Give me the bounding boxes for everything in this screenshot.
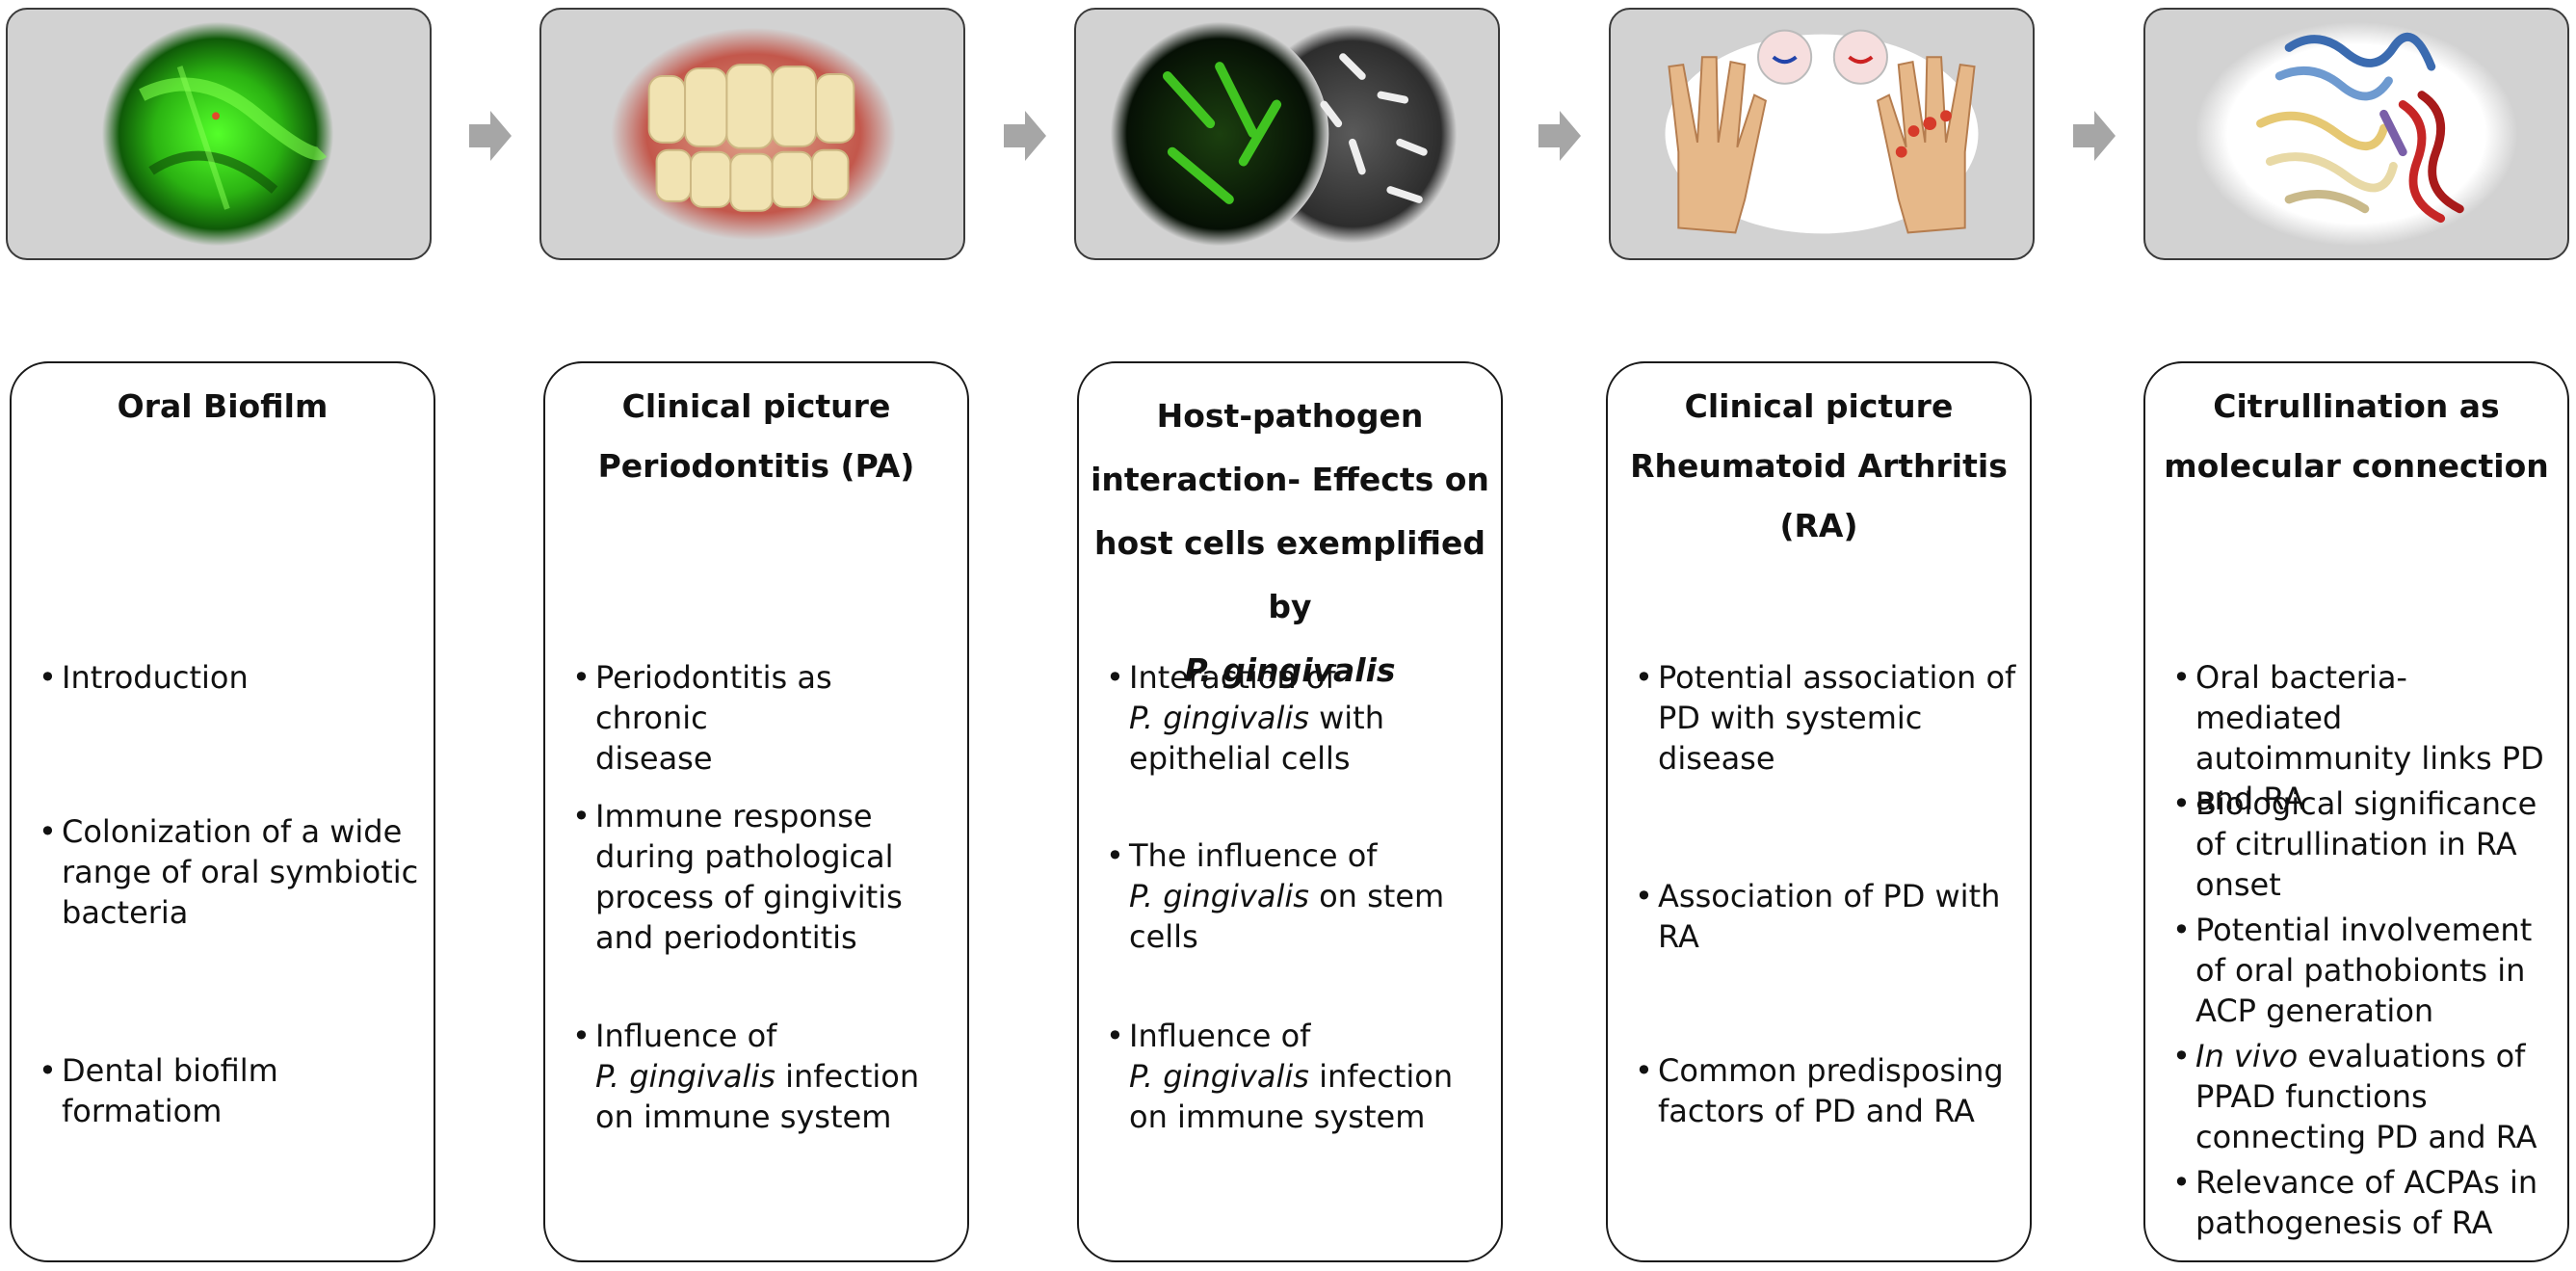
title-line: host cells exemplified (1094, 524, 1485, 562)
title-line: interaction- Effects on (1091, 461, 1489, 498)
bullet-item: The influence of P. gingivalis on stem c… (1106, 835, 1487, 957)
bullet-item: Interaction of P. gingivalis with epithe… (1106, 657, 1487, 779)
title-line: Oral Biofilm (117, 387, 329, 425)
image-panel-periodontitis (539, 8, 965, 260)
panel-title: Clinical picture Rheumatoid Arthritis (R… (1608, 377, 2030, 556)
panel-title: Citrullination as molecular connection (2145, 377, 2567, 496)
text-box-oral-biofilm: Oral Biofilm Introduction Colonization o… (10, 361, 435, 1262)
arrow-right-icon (1538, 111, 1581, 161)
bullet-item: Potential association of PD with systemi… (1635, 657, 2016, 779)
title-line: Clinical picture (621, 387, 891, 425)
image-panel-rheumatoid-arthritis (1609, 8, 2035, 260)
title-line: Citrullination as (2213, 387, 2500, 425)
image-panel-citrullination (2143, 8, 2569, 260)
arrow-right-icon (469, 111, 512, 161)
panel-title: Host-pathogen interaction- Effects on ho… (1079, 384, 1501, 702)
bullet-item: Association of PD with RA (1635, 876, 2016, 957)
teeth-gums-photo (611, 27, 896, 241)
bullet-item: Dental biofilm formatiom (39, 1050, 420, 1131)
bullet-item: Relevance of ACPAs in pathogenesis of RA (2172, 1162, 2554, 1243)
protein-structure-ribbon-image (2195, 21, 2518, 247)
title-line: molecular connection (2164, 447, 2549, 485)
image-panel-host-pathogen (1074, 8, 1500, 260)
title-line: Rheumatoid Arthritis (1630, 447, 2008, 485)
text-box-citrullination: Citrullination as molecular connection O… (2143, 361, 2569, 1262)
bullet-item: Periodontitis as chronic disease (572, 657, 954, 779)
bullet-item: Potential involvement of oral pathobiont… (2172, 910, 2554, 1031)
panel-title: Clinical picture Periodontitis (PA) (545, 377, 967, 496)
bullet-item: Influence of P. gingivalis infection on … (572, 1016, 954, 1137)
title-line: (RA) (1779, 507, 1858, 544)
text-box-periodontitis: Clinical picture Periodontitis (PA) Peri… (543, 361, 969, 1262)
bullet-item: Immune response during pathological proc… (572, 796, 954, 958)
text-box-host-pathogen: Host-pathogen interaction- Effects on ho… (1077, 361, 1503, 1262)
title-line: Periodontitis (PA) (597, 447, 915, 485)
host-cells-and-bacteria-micrograph (1110, 21, 1458, 247)
bullet-item: Common predisposing factors of PD and RA (1635, 1050, 2016, 1131)
bullet-item: Biological significance of citrullinatio… (2172, 783, 2554, 905)
image-panel-oral-biofilm (6, 8, 432, 260)
title-line: Host-pathogen (1156, 397, 1424, 435)
arrow-right-icon (1004, 111, 1046, 161)
text-box-rheumatoid-arthritis: Clinical picture Rheumatoid Arthritis (R… (1606, 361, 2032, 1262)
title-line: Clinical picture (1684, 387, 1954, 425)
bullet-item: Colonization of a wide range of oral sym… (39, 811, 420, 933)
bullet-item: In vivo evaluations of PPAD functions co… (2172, 1036, 2554, 1157)
bullet-item: Influence of P. gingivalis infection on … (1106, 1016, 1487, 1137)
arrow-right-icon (2073, 111, 2116, 161)
bullet-item: Introduction (39, 657, 420, 698)
rheumatoid-hands-illustration (1665, 29, 1979, 234)
panel-title: Oral Biofilm (12, 377, 434, 437)
bullet-item: Oral bacteria-mediated autoimmunity link… (2172, 657, 2554, 819)
biofilm-fluorescence-image (101, 21, 334, 247)
